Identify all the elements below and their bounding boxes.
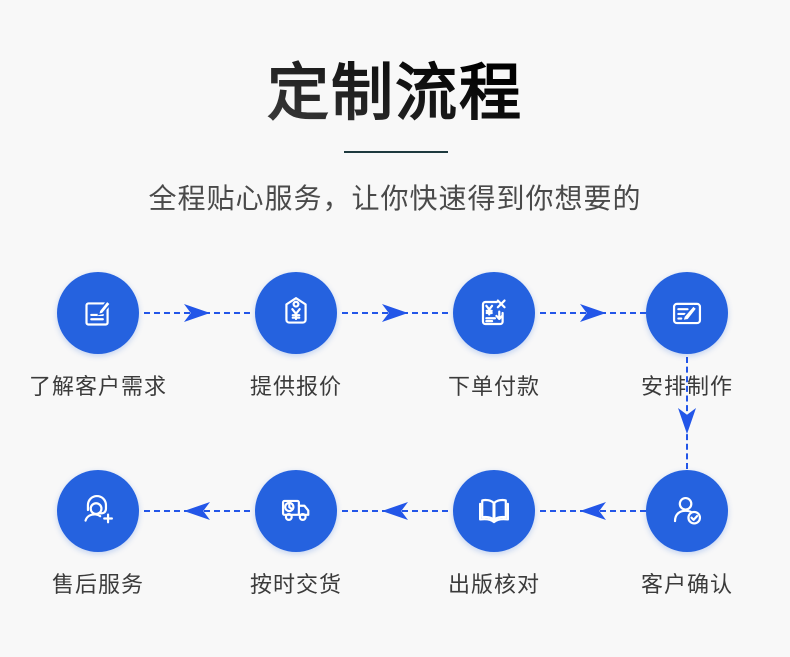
step-label: 了解客户需求 <box>28 374 167 399</box>
step-label: 出版核对 <box>447 572 540 597</box>
process-step-8: 售后服务 <box>13 470 183 599</box>
step-circle <box>646 272 728 354</box>
customer-confirm-icon <box>673 496 702 525</box>
page-title: 定制流程 <box>0 58 790 129</box>
process-step-4: 安排制作 <box>602 272 772 401</box>
process-step-7: 按时交货 <box>211 470 381 599</box>
page-subtitle: 全程贴心服务，让你快速得到你想要的 <box>148 183 642 214</box>
step-circle <box>57 272 139 354</box>
process-step-5: 客户确认 <box>602 470 772 599</box>
process-step-2: 提供报价 <box>211 272 381 401</box>
after-sales-icon <box>84 494 113 524</box>
price-tag-icon <box>285 297 307 324</box>
process-step-3: 下单付款 <box>409 272 579 401</box>
process-step-1: 了解客户需求 <box>13 272 183 401</box>
step-circle <box>646 470 728 552</box>
step-circle <box>453 470 535 552</box>
flow-line-step4-step5 <box>686 357 688 469</box>
title-divider <box>344 151 448 153</box>
order-payment-icon <box>481 299 506 326</box>
step-circle <box>255 272 337 354</box>
process-step-6: 出版核对 <box>409 470 579 599</box>
production-edit-icon <box>672 302 702 325</box>
edit-note-icon <box>85 299 112 326</box>
step-label: 售后服务 <box>51 572 144 597</box>
step-circle <box>57 470 139 552</box>
step-label: 客户确认 <box>640 572 733 597</box>
step-circle <box>255 470 337 552</box>
delivery-truck-icon <box>281 499 310 522</box>
step-label: 提供报价 <box>249 374 342 399</box>
step-label: 下单付款 <box>447 374 540 399</box>
step-circle <box>453 272 535 354</box>
step-label: 安排制作 <box>640 374 733 399</box>
open-book-icon <box>479 498 509 524</box>
step-label: 按时交货 <box>249 572 342 597</box>
